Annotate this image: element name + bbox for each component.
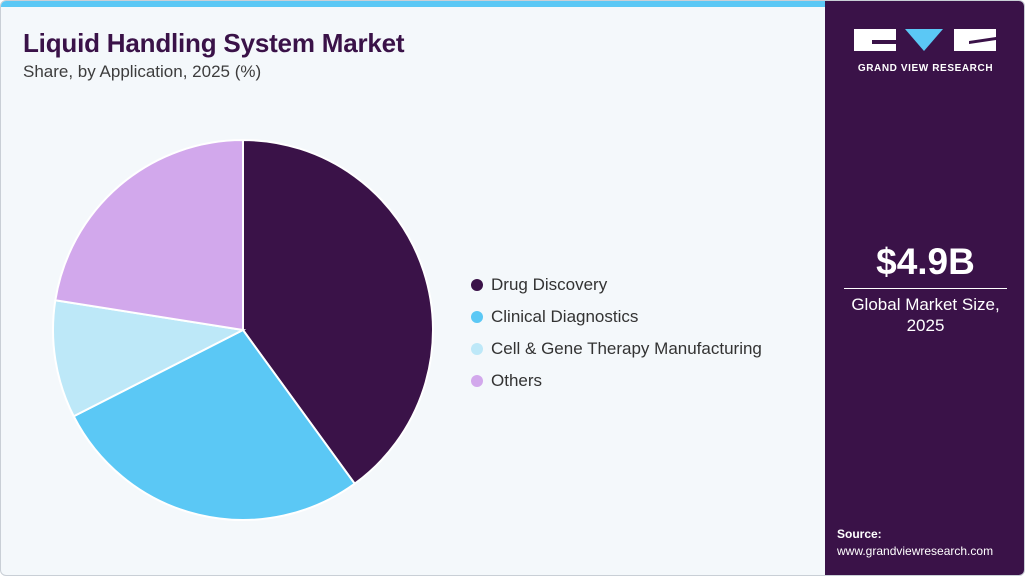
top-accent-bar <box>1 1 825 7</box>
market-divider <box>844 288 1007 289</box>
legend-label: Drug Discovery <box>491 275 608 294</box>
logo-wordmark: GRAND VIEW RESEARCH <box>857 63 994 74</box>
legend-swatch <box>471 311 483 323</box>
legend-label: Clinical Diagnostics <box>491 307 639 326</box>
pie-slice-clinical-diagnostics <box>72 328 357 521</box>
pie-slice-drug-discovery <box>242 138 434 486</box>
market-size-label: Global Market Size, 2025 <box>851 295 1000 335</box>
source-link[interactable]: www.grandviewresearch.com <box>837 544 994 558</box>
legend-swatch <box>471 375 483 387</box>
legend-label: Others <box>491 371 543 390</box>
pie-chart <box>52 138 434 521</box>
chart-subtitle: Share, by Application, 2025 (%) <box>23 62 262 81</box>
info-sidebar: GRAND VIEW RESEARCH $4.9B Global Market … <box>825 1 1024 575</box>
legend-item-clinical-diagnostics: Clinical Diagnostics <box>471 301 762 333</box>
pie-slice-others <box>54 138 244 332</box>
legend-item-drug-discovery: Drug Discovery <box>471 269 762 301</box>
legend-item-others: Others <box>471 365 762 397</box>
legend-item-cell-gene-therapy-manufacturing: Cell & Gene Therapy Manufacturing <box>471 333 762 365</box>
legend-swatch <box>471 279 483 291</box>
legend-label: Cell & Gene Therapy Manufacturing <box>491 339 762 358</box>
legend-swatch <box>471 343 483 355</box>
market-size-value: $4.9B <box>876 241 975 282</box>
pie-slice-cell-gene-therapy-manufacturing <box>52 299 247 418</box>
chart-title: Liquid Handling System Market <box>23 28 405 58</box>
grand-view-research-logo <box>854 29 996 51</box>
source-title: Source: <box>837 527 882 541</box>
